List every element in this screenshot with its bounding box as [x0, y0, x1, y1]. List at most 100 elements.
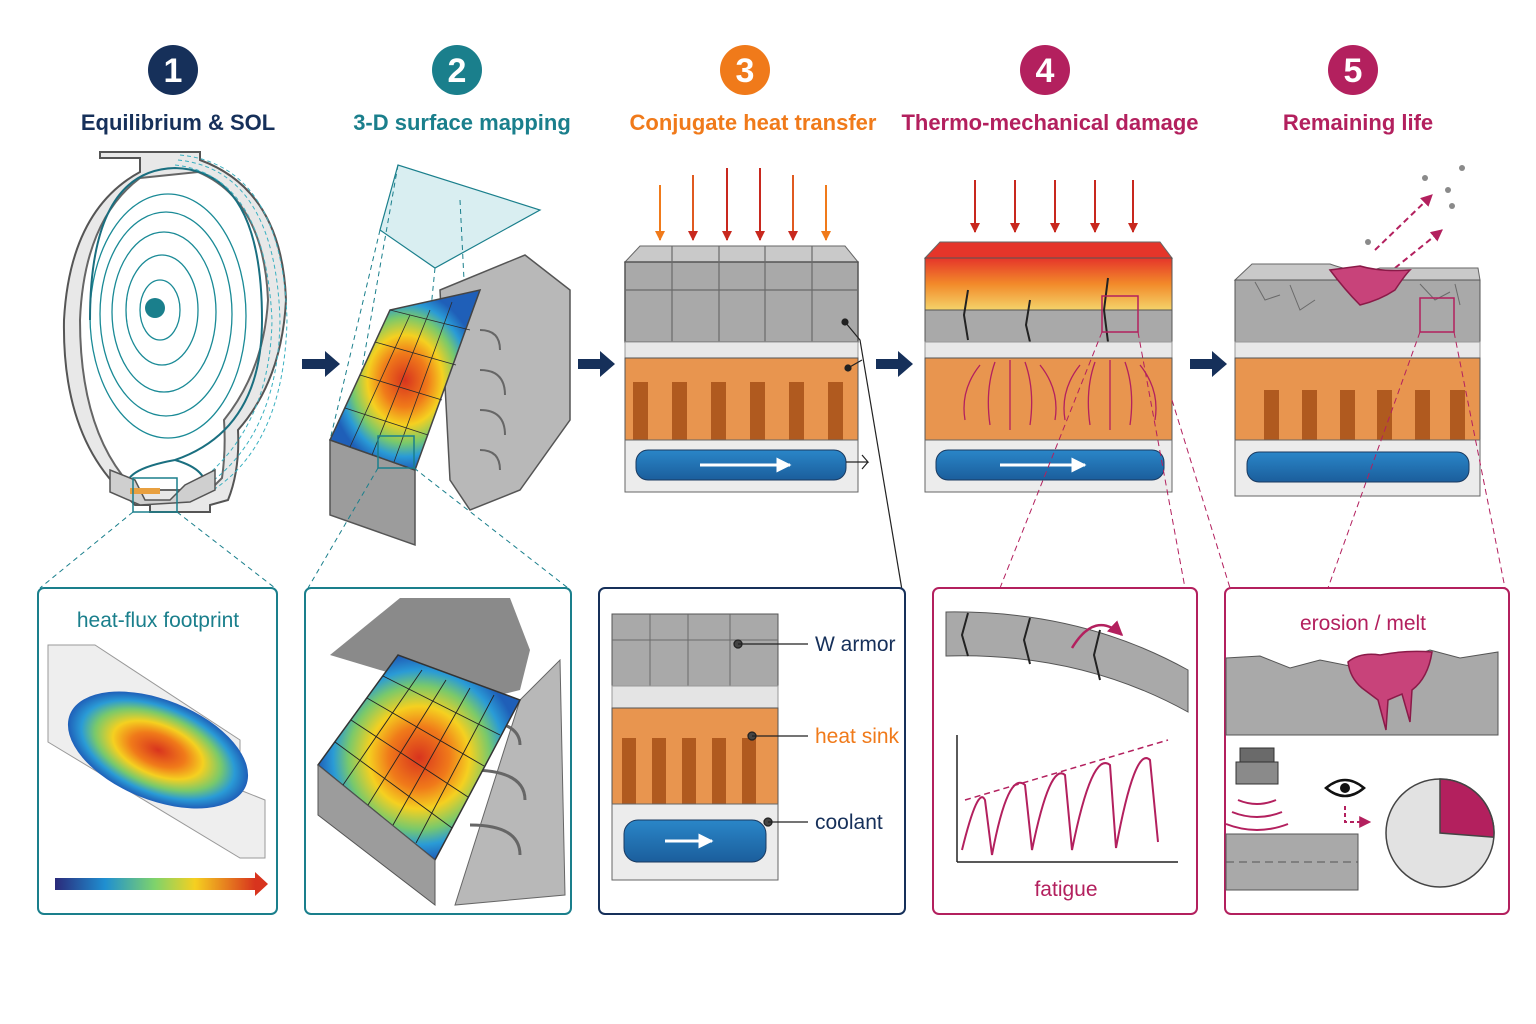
inspection-arrow	[1344, 806, 1372, 828]
zoom-line-5a	[1327, 331, 1421, 589]
step-4-badge	[1020, 45, 1070, 95]
closeup-block-side	[317, 763, 436, 907]
life-pie-chart	[1385, 778, 1495, 888]
step-1-badge	[148, 45, 198, 95]
hot-layer-4	[924, 257, 1173, 311]
armor-top-4	[923, 241, 1173, 259]
step-1-header: 1 Equilibrium & SOL	[81, 45, 275, 135]
bending-arrow	[1070, 620, 1124, 649]
step-5-header: 5 Remaining life	[1283, 45, 1433, 135]
step-3-badge	[720, 45, 770, 95]
inset-layers: W armor heat sink coolant	[598, 587, 906, 915]
erosion-arrow-1	[1374, 194, 1433, 251]
zoom-line-4c	[1171, 399, 1231, 589]
erosion-arrow-2	[1394, 229, 1443, 269]
zoom-line-4b	[1137, 331, 1186, 589]
erosion-label: erosion / melt	[1300, 612, 1426, 635]
projection-plane	[379, 164, 542, 269]
melt-pool-5	[1328, 265, 1412, 306]
flow-arrow-3	[876, 351, 913, 377]
surface-cracks-5	[1254, 281, 1461, 311]
step-3-number: 3	[736, 52, 755, 90]
heat-flux-footprint	[67, 691, 249, 809]
inset-fatigue: fatigue	[932, 587, 1198, 915]
eye-icon	[1324, 778, 1366, 798]
magnetic-axis	[145, 298, 165, 318]
heat-transfer-block	[623, 168, 903, 591]
strike-point	[130, 488, 160, 494]
coolant-channel-5	[1246, 451, 1470, 483]
bent-armor-strip	[945, 611, 1189, 713]
closeup-cassette	[454, 658, 566, 906]
step-2-header: 2 3-D surface mapping	[353, 45, 571, 135]
fatigue-chart	[956, 735, 1178, 863]
step-5-number: 5	[1344, 52, 1363, 90]
heat-load-arrows-3	[655, 168, 831, 241]
ultrasonic-waves	[1225, 799, 1289, 831]
heat-load-arrows-4	[970, 180, 1138, 233]
closeup-mesh	[334, 669, 501, 844]
step-4-title: Thermo-mechanical damage	[901, 110, 1198, 135]
step-5-badge	[1328, 45, 1378, 95]
inset-fins	[622, 738, 756, 804]
heat-sink-fins-3	[633, 382, 843, 440]
step-3-title: Conjugate heat transfer	[630, 110, 877, 135]
heat-sink-fins-5	[1264, 390, 1465, 440]
flow-arrows	[302, 351, 1227, 377]
fatigue-cycles	[961, 757, 1159, 856]
interlayer-3	[624, 341, 859, 359]
zoom-box-2	[377, 435, 415, 469]
inset-armor-tiles	[612, 614, 778, 686]
divertor-cassette	[439, 254, 571, 511]
inset-callouts	[733, 639, 808, 827]
inset-footprint: heat-flux footprint	[37, 587, 278, 915]
callout-lines-3	[841, 318, 903, 591]
step-4-header: 4 Thermo-mechanical damage	[901, 45, 1199, 135]
sol-field-lines	[174, 154, 288, 496]
fatigue-envelope	[964, 739, 1169, 801]
w-armor-4	[924, 309, 1173, 343]
interlayer-4	[924, 341, 1173, 359]
inset-w-armor	[611, 613, 779, 687]
tokamak-cross-section	[39, 151, 288, 589]
step-1-title: Equilibrium & SOL	[81, 110, 275, 135]
zoom-box-1	[132, 477, 178, 513]
life-pie-consumed	[1439, 778, 1495, 839]
zoom-line-5b	[1453, 331, 1506, 589]
inset-erosion: erosion / melt	[1224, 587, 1510, 915]
target-mesh	[344, 301, 471, 463]
melt-layer	[1347, 650, 1433, 731]
damage-block	[923, 180, 1231, 589]
w-armor-3	[624, 261, 859, 343]
armor-top-3	[623, 245, 860, 263]
inset-mapping	[304, 587, 572, 915]
colorbar-arrow	[255, 872, 268, 896]
eroded-particles	[1365, 165, 1465, 245]
armor-tile-lines-3	[625, 246, 858, 342]
heat-sink-3	[624, 357, 859, 441]
step-4-number: 4	[1036, 52, 1055, 90]
flow-arrow-2	[578, 351, 615, 377]
remaining-life-block	[1233, 165, 1506, 589]
inset-interlayer	[611, 685, 779, 709]
footprint-label: heat-flux footprint	[77, 609, 239, 632]
w-armor-label: W armor	[815, 633, 896, 656]
ultrasonic-probe	[1225, 747, 1289, 831]
coolant-label: coolant	[815, 811, 883, 834]
colorbar	[55, 878, 255, 890]
heat-sink-label: heat sink	[815, 725, 900, 748]
interlayer-5	[1234, 341, 1481, 359]
step-2-number: 2	[448, 52, 467, 90]
zoom-box-4	[1101, 295, 1139, 333]
closeup-housing	[330, 598, 530, 700]
surface-mapping-3d	[307, 164, 571, 589]
step-3-header: 3 Conjugate heat transfer	[630, 45, 877, 135]
zoom-line-4a	[999, 331, 1103, 589]
step-2-title: 3-D surface mapping	[353, 110, 571, 135]
zoom-box-5	[1419, 297, 1455, 333]
heat-sink-4	[924, 357, 1173, 441]
zoom-line-1b	[176, 511, 276, 589]
stress-lines-4	[963, 360, 1157, 430]
step-2-badge	[432, 45, 482, 95]
